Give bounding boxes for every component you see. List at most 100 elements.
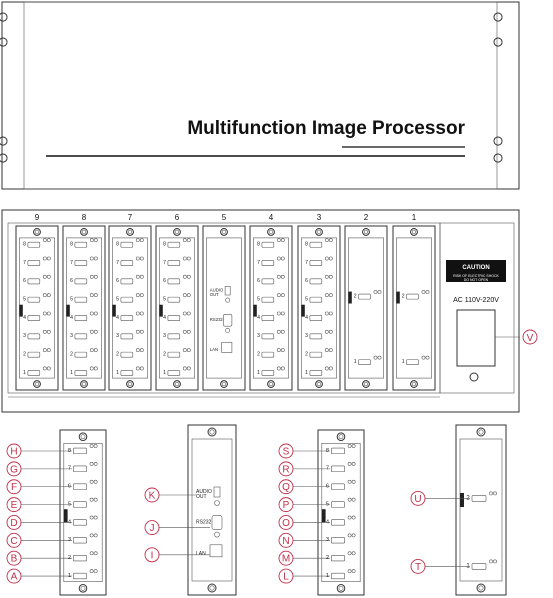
- callout-ring: [6, 443, 22, 459]
- led-icon: [276, 274, 281, 279]
- led-icon: [347, 569, 352, 574]
- hdmi-port-icon: [330, 554, 345, 562]
- callout-text: E: [11, 500, 18, 511]
- callout-ring: [6, 515, 22, 530]
- card-tag: [66, 304, 70, 317]
- callout-ring: [278, 479, 294, 495]
- callout-ring: [144, 547, 160, 563]
- hdmi-port-icon: [27, 315, 41, 321]
- led-icon: [186, 348, 191, 353]
- callout-text: U: [414, 494, 421, 505]
- ground-screw: [469, 372, 479, 382]
- led-icon: [139, 348, 144, 353]
- led-icon: [324, 238, 329, 243]
- callout-U: U: [410, 490, 470, 506]
- callout-text: A: [11, 572, 18, 583]
- screw-icon: [220, 380, 228, 388]
- hdmi-port-icon: [120, 260, 134, 266]
- hdmi-port-icon: [167, 315, 181, 321]
- callout-H: H: [6, 443, 72, 459]
- port-number: 1: [116, 370, 119, 376]
- port-number: 6: [305, 278, 308, 284]
- hdmi-port-icon: [73, 465, 87, 472]
- card-face: [206, 237, 242, 379]
- hdmi-port-icon: [74, 241, 88, 248]
- callout-L: L: [278, 568, 330, 584]
- screw-inner: [221, 229, 227, 235]
- callout-ring: [6, 532, 22, 548]
- led-icon: [182, 366, 187, 371]
- card-frame: [187, 424, 237, 596]
- led-icon: [42, 274, 47, 279]
- hdmi-port-icon: [73, 501, 87, 508]
- screw-inner: [80, 585, 86, 591]
- screw-icon: [173, 380, 181, 388]
- hdmi-port-icon: [330, 501, 345, 508]
- hdmi-port-icon: [167, 370, 181, 376]
- slot-number: 8: [82, 213, 87, 222]
- card-frame: [249, 225, 293, 391]
- callout-S: S: [278, 443, 330, 459]
- front-title: Multifunction Image Processor: [187, 118, 465, 139]
- led-icon: [276, 366, 281, 371]
- audio-jack-icon: [213, 486, 221, 498]
- led-icon: [493, 491, 497, 496]
- callout-ring: [6, 461, 22, 477]
- led-icon: [46, 274, 51, 279]
- led-icon: [373, 355, 378, 360]
- hdmi-port-icon: [358, 293, 371, 300]
- led-icon: [89, 238, 94, 243]
- hdmi-port-icon: [330, 447, 345, 455]
- led-icon: [93, 444, 98, 448]
- slot-number: 6: [175, 213, 180, 222]
- port-number: 3: [305, 333, 308, 339]
- led-icon: [421, 290, 426, 294]
- led-icon: [493, 559, 497, 564]
- screw-icon: [476, 583, 486, 593]
- hdmi-port-icon: [73, 537, 87, 544]
- callout-text: S: [283, 447, 290, 458]
- led-icon: [89, 311, 94, 316]
- card-frame: [455, 424, 507, 596]
- led-icon: [93, 293, 98, 298]
- hdmi-port-icon: [27, 260, 41, 266]
- led-icon: [93, 569, 98, 574]
- led-icon: [42, 256, 47, 261]
- callout-text: B: [11, 554, 18, 565]
- port-number: 7: [70, 260, 73, 266]
- hdmi-port-icon: [309, 351, 323, 358]
- hdmi-port-icon: [261, 333, 275, 340]
- led-icon: [135, 348, 140, 353]
- hdmi-port-icon: [167, 260, 181, 266]
- hdmi-port-icon: [120, 315, 134, 321]
- slot-number: 3: [317, 213, 322, 222]
- hdmi-port-icon: [167, 278, 181, 285]
- led-icon: [324, 348, 329, 353]
- audio-jack-icon: [224, 286, 231, 296]
- card-face: [396, 237, 432, 379]
- led-icon: [89, 569, 94, 574]
- callout-ring: [6, 479, 22, 495]
- screw-icon: [78, 584, 88, 593]
- led-icon: [89, 366, 94, 371]
- card-frame: [297, 225, 341, 391]
- led-icon: [328, 274, 333, 279]
- card-face: [348, 237, 384, 379]
- screw-inner: [174, 229, 180, 235]
- hdmi-port-icon: [73, 572, 87, 580]
- card-frame: [202, 225, 246, 391]
- hdmi-port-icon: [74, 351, 88, 358]
- callout-ring: [6, 568, 22, 584]
- callout-ring: [6, 497, 22, 513]
- rs232-port-icon: [211, 515, 223, 530]
- port-number: 7: [257, 260, 260, 266]
- led-icon: [328, 256, 333, 261]
- led-icon: [46, 293, 51, 298]
- led-icon: [42, 293, 47, 298]
- screw-inner: [127, 229, 133, 235]
- led-icon: [324, 329, 329, 334]
- screw-icon: [362, 380, 370, 388]
